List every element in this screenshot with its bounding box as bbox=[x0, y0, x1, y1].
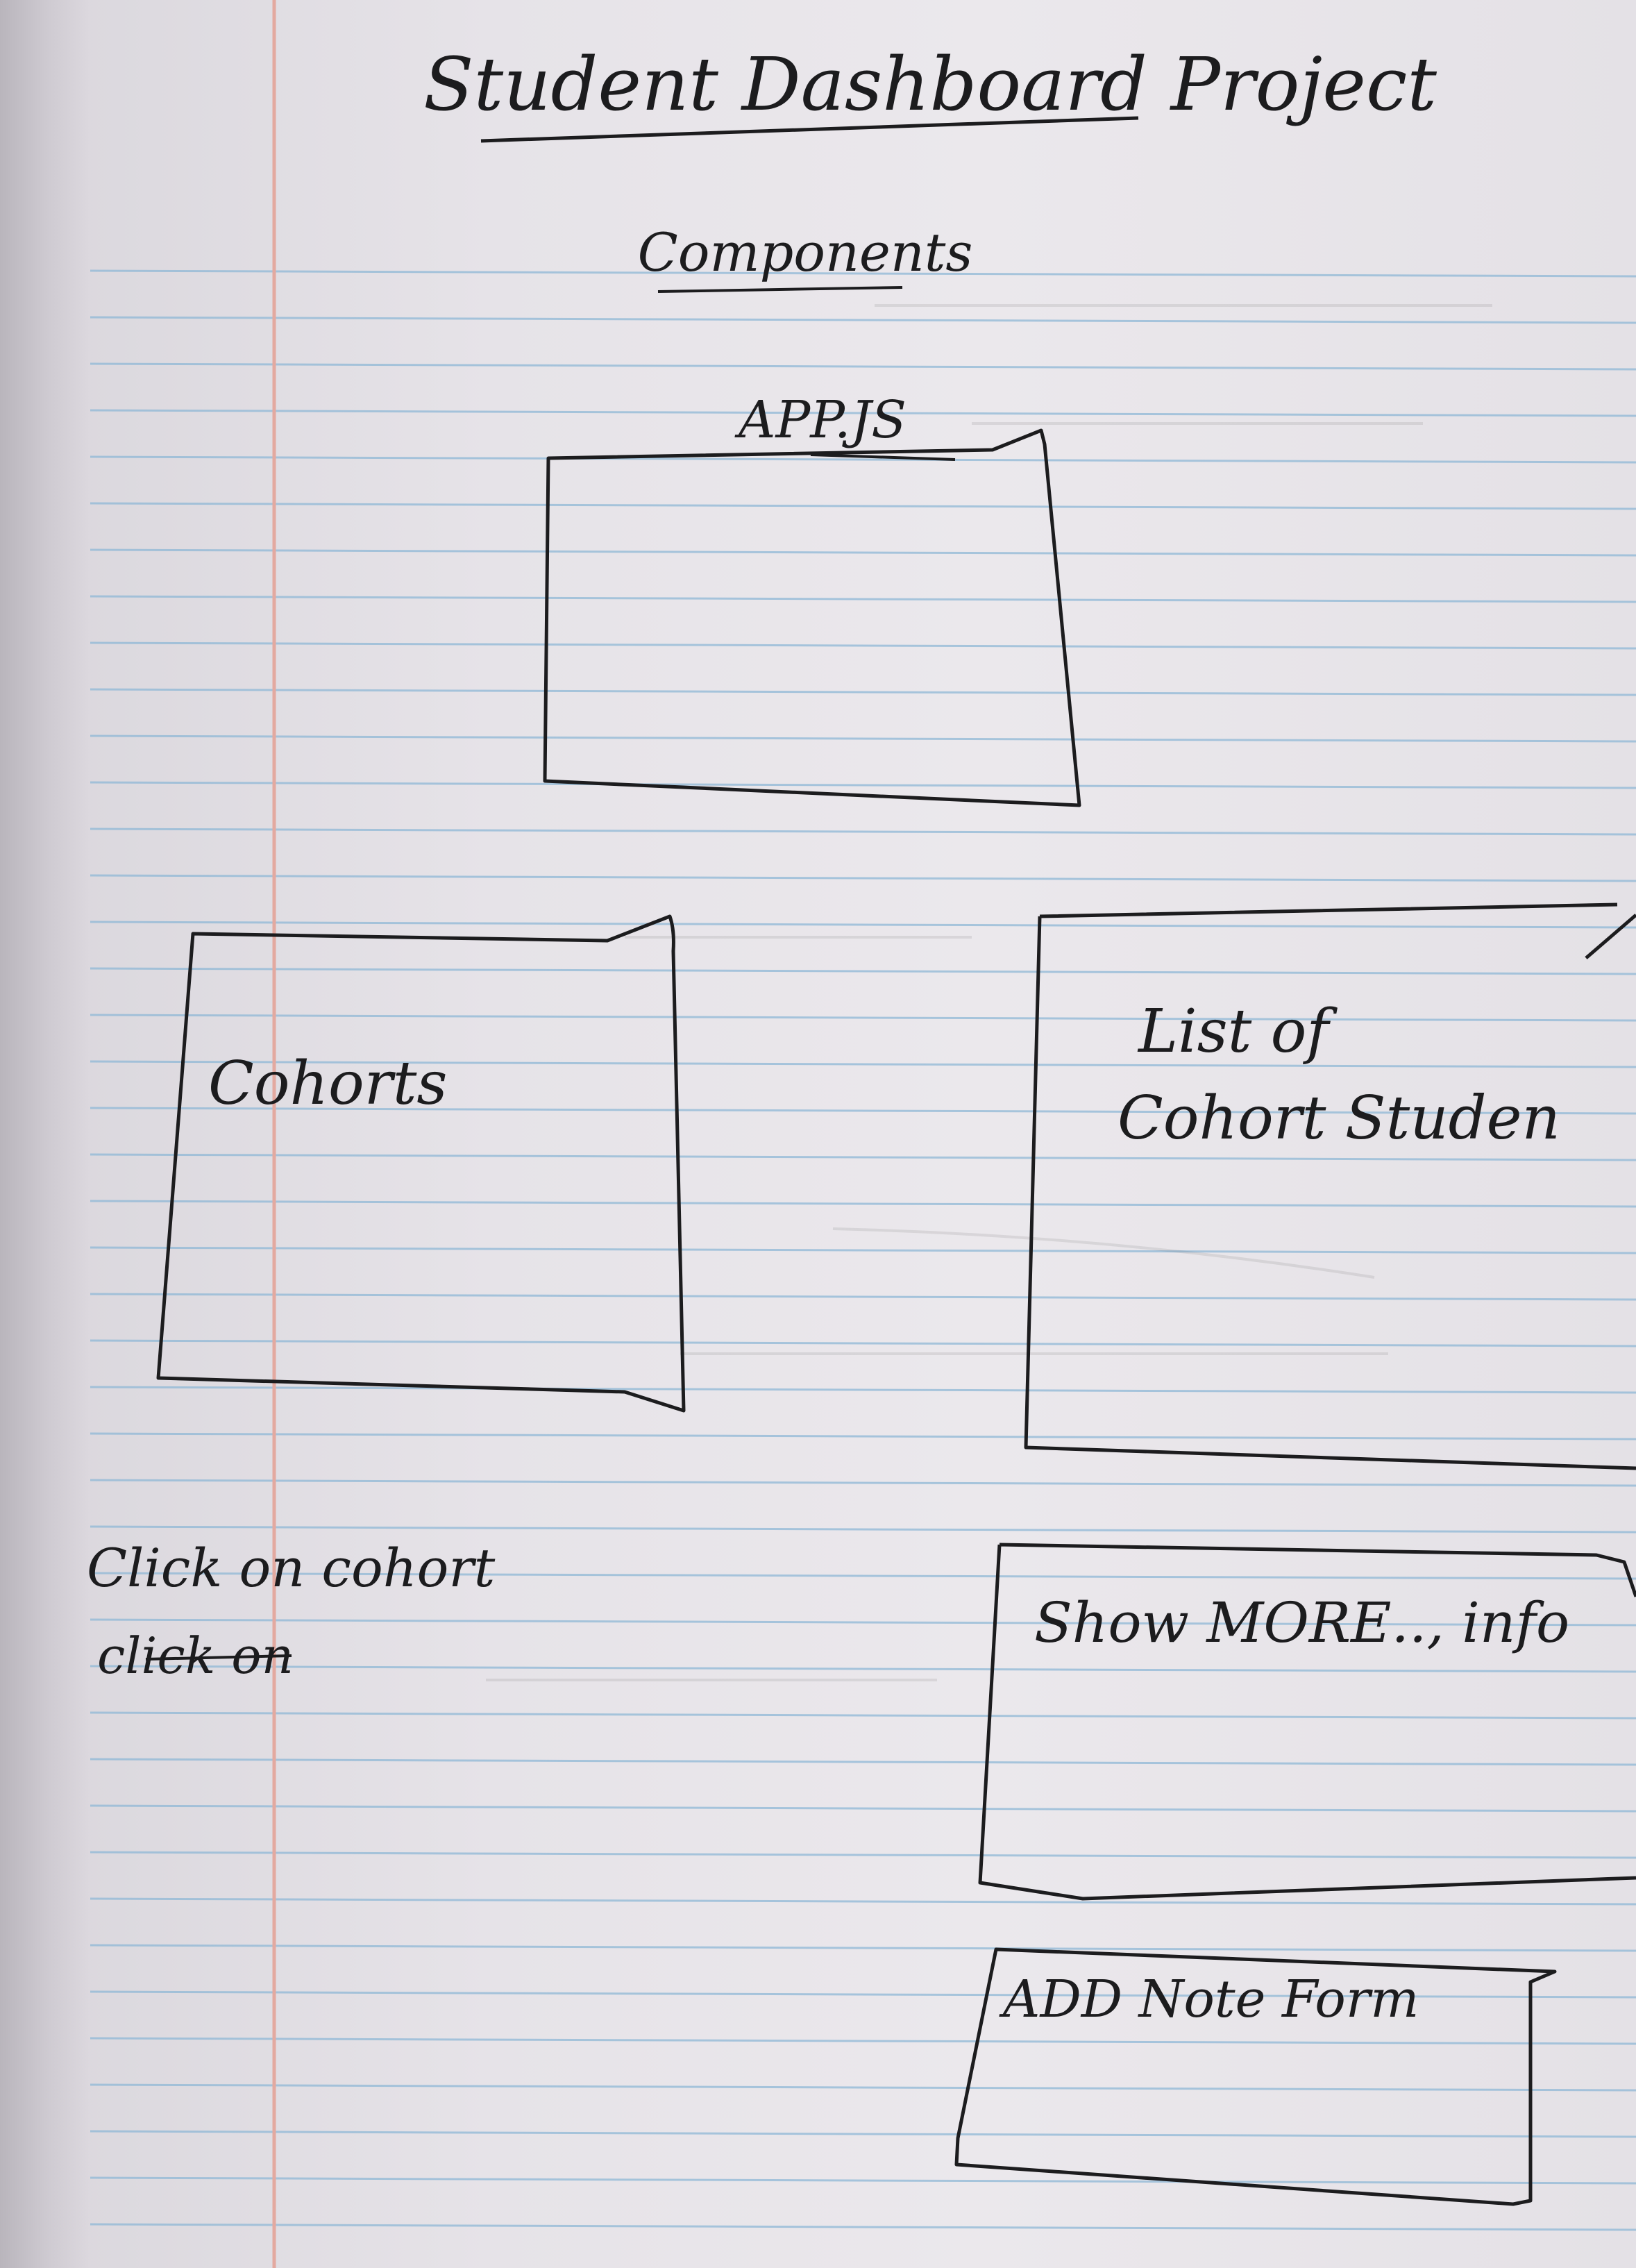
app-component-box bbox=[543, 428, 1081, 807]
rule-line bbox=[90, 455, 1636, 464]
rule-line bbox=[90, 1293, 1636, 1301]
rule-line bbox=[90, 1990, 1636, 1999]
rule-line bbox=[90, 1618, 1636, 1627]
rule-line bbox=[90, 595, 1636, 603]
rule-line bbox=[90, 1339, 1636, 1347]
rule-line bbox=[90, 828, 1636, 836]
rule-line bbox=[90, 1897, 1636, 1906]
rule-line bbox=[90, 1107, 1636, 1115]
rule-line bbox=[90, 316, 1636, 324]
student-list-component-box bbox=[1024, 902, 1636, 1470]
rule-line bbox=[90, 967, 1636, 975]
show-more-info-box bbox=[978, 1543, 1636, 1901]
click-on-cohort-note: Click on cohort bbox=[87, 1537, 496, 1599]
title-underline bbox=[480, 116, 1139, 143]
rule-line bbox=[90, 1432, 1636, 1440]
show-more-label: Show MORE.., info bbox=[1034, 1590, 1569, 1655]
rule-line bbox=[90, 269, 1636, 278]
cohorts-label: Cohorts bbox=[208, 1049, 448, 1118]
rule-line bbox=[90, 2176, 1636, 2185]
rule-line bbox=[90, 921, 1636, 929]
rule-line bbox=[90, 1665, 1636, 1673]
rule-line bbox=[90, 874, 1636, 882]
rule-line bbox=[90, 688, 1636, 696]
rule-line bbox=[90, 1804, 1636, 1813]
rule-line bbox=[90, 548, 1636, 557]
rule-line bbox=[90, 1060, 1636, 1068]
student-list-label-line1: List of bbox=[1137, 997, 1338, 1066]
rule-line bbox=[90, 2130, 1636, 2138]
ruled-lines bbox=[90, 269, 1636, 2231]
rule-line bbox=[90, 641, 1636, 650]
rule-line bbox=[90, 1572, 1636, 1580]
rule-line bbox=[90, 2037, 1636, 2045]
rule-line bbox=[90, 1758, 1636, 1766]
rule-line bbox=[90, 2083, 1636, 2092]
notebook-binding bbox=[0, 0, 90, 2268]
app-label-underline bbox=[810, 453, 956, 461]
bleed-through-sketch bbox=[486, 304, 1492, 1681]
rule-line bbox=[90, 1200, 1636, 1208]
student-list-label-line2: Cohort Studen bbox=[1118, 1084, 1560, 1153]
rule-line bbox=[90, 362, 1636, 371]
rule-line bbox=[90, 734, 1636, 743]
rule-line bbox=[90, 502, 1636, 510]
rule-line bbox=[90, 1014, 1636, 1022]
rule-line bbox=[90, 1153, 1636, 1161]
app-label: APP.JS bbox=[734, 390, 906, 450]
rule-line bbox=[90, 781, 1636, 789]
rule-line bbox=[90, 1851, 1636, 1859]
cohorts-component-box bbox=[156, 914, 686, 1413]
strike-through-line bbox=[145, 1654, 292, 1661]
rule-line bbox=[90, 1525, 1636, 1534]
add-note-form-box bbox=[954, 1947, 1557, 2206]
rule-line bbox=[90, 1246, 1636, 1254]
components-heading: Components bbox=[638, 221, 973, 283]
components-underline bbox=[657, 286, 903, 293]
add-note-form-label: ADD Note Form bbox=[999, 1969, 1419, 2029]
page-title: Student Dashboard Project bbox=[423, 42, 1437, 127]
rule-line bbox=[90, 1386, 1636, 1394]
rule-line bbox=[90, 2223, 1636, 2231]
rule-line bbox=[90, 1711, 1636, 1720]
rule-line bbox=[90, 1944, 1636, 1952]
rule-line bbox=[90, 1479, 1636, 1487]
rule-line bbox=[90, 409, 1636, 417]
